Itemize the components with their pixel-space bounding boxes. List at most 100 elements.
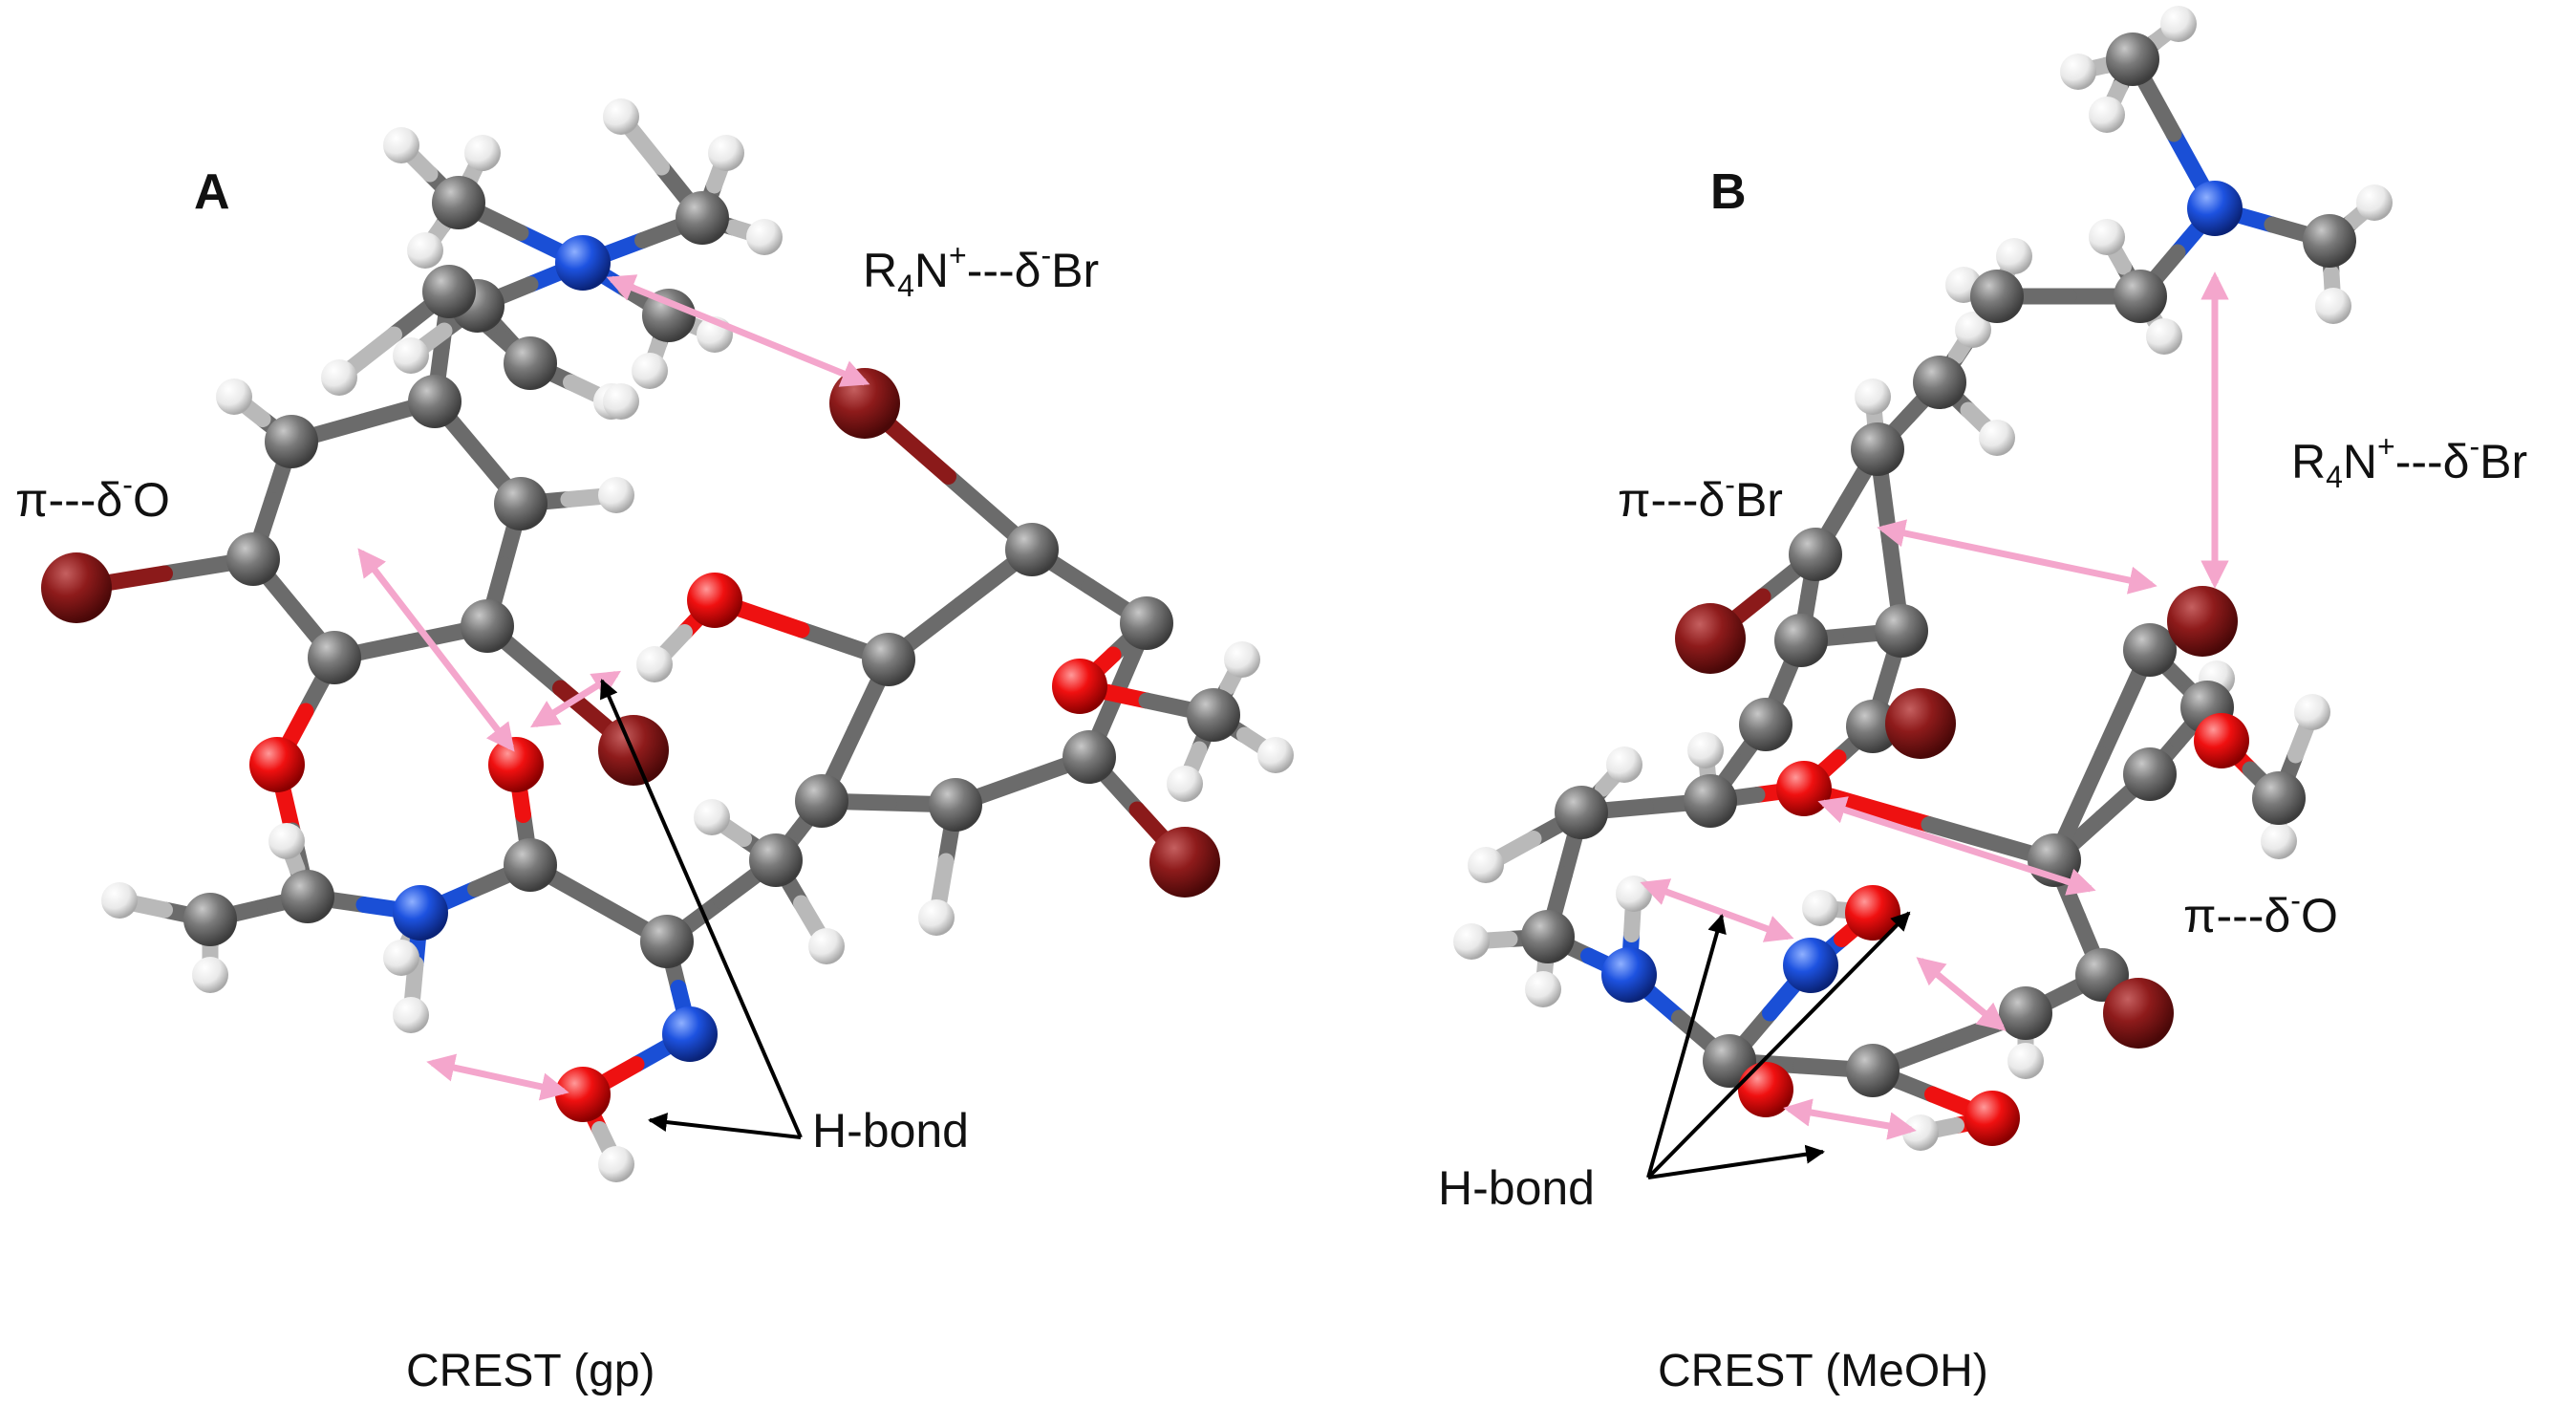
hbond-pointer-b-1: [1646, 914, 1727, 1179]
panel-b-carbon-atom: [2123, 747, 2177, 801]
panel-a-hydrogen-atom: [192, 957, 228, 993]
panel-b-bromine-atom: [2167, 586, 2238, 657]
panel-b-hydrogen-atom: [2294, 694, 2330, 730]
panel-a-carbon-atom: [226, 532, 280, 586]
panel-a-carbon-atom: [183, 893, 237, 946]
panel-a-hydrogen-atom: [1224, 641, 1260, 678]
panel-a-hydrogen-atom: [632, 353, 668, 389]
panel-b-hydrogen-atom: [2356, 184, 2393, 221]
panel-a-carbon-atom: [281, 870, 334, 923]
caption-b: CREST (MeOH): [1658, 1346, 1988, 1396]
panel-b-nitrogen-atom: [2187, 181, 2243, 236]
panel-a-carbon-atom: [408, 375, 462, 428]
panel-a-hydrogen-atom: [746, 219, 783, 255]
panel-b-hydrogen-atom: [1606, 746, 1642, 783]
panel-a-hydrogen-atom: [393, 337, 429, 374]
pi-oxygen-arrow-a: [357, 548, 515, 752]
panel-b-hydrogen-atom: [1955, 312, 1991, 348]
panel-a-hydrogen-atom: [393, 997, 429, 1033]
hbond-pointer-b-2: [1646, 911, 1911, 1179]
hbond-pointer-b-3: [1647, 1144, 1825, 1179]
cation-bromine-label-b: R4N+---δ-Br: [2291, 429, 2527, 494]
panel-a-hydrogen-atom: [808, 928, 845, 964]
panel-a-hydrogen-atom: [598, 477, 634, 513]
pi-bromine-label-b: π---δ-Br: [1618, 467, 1783, 527]
panel-a-carbon-atom: [749, 833, 803, 887]
panel-a-carbon-atom: [308, 631, 361, 684]
panel-a-carbon-atom: [1120, 596, 1173, 650]
panel-b-hydrogen-atom: [1468, 847, 1504, 883]
panel-a-hydrogen-atom: [464, 135, 501, 171]
panel-b-hydrogen-atom: [1855, 379, 1891, 415]
panel-b-hydrogen-atom: [2089, 219, 2125, 255]
panel-b-carbon-atom: [1875, 604, 1928, 658]
panel-b-hydrogen-atom: [1902, 1114, 1939, 1151]
panel-b-hydrogen-atom: [1802, 890, 1838, 926]
panel-a: A R4N+---δ-Br π---δ-O H-bond CREST (gp): [15, 98, 1294, 1396]
panel-b-hydrogen-atom: [2007, 1043, 2044, 1079]
panel-a-oxygen-atom: [1052, 659, 1107, 714]
panel-b-hydrogen-atom: [2160, 6, 2197, 42]
panel-a-carbon-atom: [640, 915, 694, 968]
hbond-label-b: H-bond: [1438, 1161, 1595, 1215]
panel-b-oxygen-atom: [2194, 713, 2249, 768]
pi-oxygen-arrow-b: [1817, 796, 2096, 896]
panel-b-hydrogen-atom: [2315, 288, 2351, 324]
panel-a-hydrogen-atom: [383, 940, 419, 976]
panel-b-hydrogen-atom: [2089, 97, 2125, 133]
panel-b-carbon-atom: [1846, 1044, 1900, 1097]
panel-a-oxygen-atom: [555, 1067, 611, 1122]
hbond-pink-arrow-b-2: [1916, 957, 2007, 1031]
hbond-pointer-a-1: [600, 679, 803, 1138]
panel-b-hydrogen-atom: [1979, 420, 2015, 456]
panel-b-atoms: [1453, 6, 2393, 1151]
panel-a-hydrogen-atom: [407, 232, 443, 269]
panel-a-hydrogen-atom: [603, 98, 639, 135]
panel-a-hydrogen-atom: [101, 882, 138, 919]
panel-b-carbon-atom: [2106, 32, 2159, 86]
panel-a-hydrogen-atom: [1167, 766, 1203, 802]
panel-a-carbon-atom: [494, 477, 547, 530]
panel-a-nitrogen-atom: [393, 885, 448, 941]
panel-a-carbon-atom: [461, 599, 514, 653]
panel-a-carbon-atom: [795, 774, 848, 828]
panel-b-carbon-atom: [1846, 700, 1900, 753]
panel-a-carbon-atom: [432, 176, 485, 229]
panel-b-bromine-atom: [1675, 603, 1746, 674]
panel-b-nitrogen-atom: [1783, 938, 1838, 993]
panel-a-hydrogen-atom: [1257, 737, 1294, 773]
hbond-pink-arrow-a-2: [426, 1053, 569, 1101]
panel-b-hydrogen-atom: [2146, 318, 2182, 355]
panel-a-bromine-atom: [41, 552, 112, 623]
panel-b: B π---δ-Br R4N+---δ-Br π---δ-O H-bond CR…: [1438, 6, 2527, 1396]
hbond-pointer-a-2: [648, 1113, 802, 1139]
panel-a-hydrogen-atom: [216, 379, 252, 415]
panel-a-hydrogen-atom: [918, 899, 955, 936]
panel-b-carbon-atom: [1999, 986, 2052, 1040]
panel-b-nitrogen-atom: [1601, 947, 1657, 1003]
cation-bromine-label-a: R4N+---δ-Br: [863, 238, 1099, 303]
panel-b-interaction-arrows: [1640, 271, 2229, 1140]
panel-b-hydrogen-atom: [1687, 732, 1724, 768]
caption-a: CREST (gp): [406, 1346, 655, 1396]
panel-a-bromine-atom: [829, 368, 900, 439]
panel-a-hydrogen-atom: [694, 799, 730, 835]
panel-a-carbon-atom: [1063, 730, 1116, 784]
panel-b-carbon-atom: [1739, 698, 1792, 751]
panel-letter-a: A: [194, 164, 230, 220]
panel-b-oxygen-atom: [1845, 885, 1900, 941]
panel-a-carbon-atom: [1005, 523, 1059, 576]
panel-a-carbon-atom: [265, 415, 318, 468]
panel-b-carbon-atom: [2123, 623, 2177, 677]
panel-a-carbon-atom: [1187, 688, 1240, 742]
panel-b-carbon-atom: [1970, 270, 2024, 323]
panel-letter-b: B: [1710, 164, 1747, 220]
panel-b-oxygen-atom: [1776, 761, 1832, 816]
panel-a-hydrogen-atom: [708, 135, 744, 171]
panel-a-hydrogen-atom: [383, 127, 419, 163]
panel-b-carbon-atom: [1555, 786, 1608, 839]
panel-a-hydrogen-atom: [268, 823, 305, 859]
panel-b-bromine-atom: [1885, 688, 1956, 759]
panel-b-bromine-atom: [2103, 978, 2174, 1049]
